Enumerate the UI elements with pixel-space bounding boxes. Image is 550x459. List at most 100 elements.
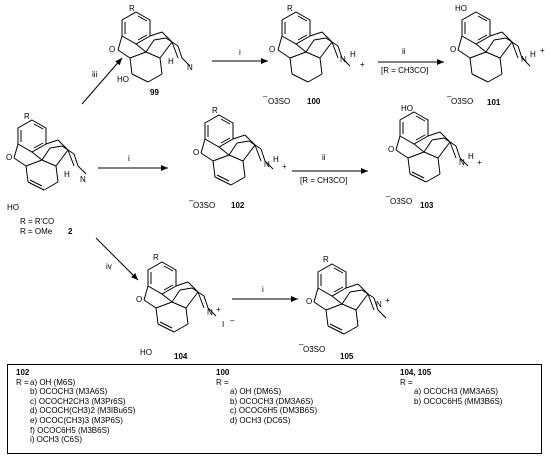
acyl-condition-mid: [R = CH3CO] [300, 176, 348, 185]
legend-item: d) OCH3 (DC6S) [230, 415, 291, 425]
hydroxyl-label: HO [117, 75, 129, 84]
iodide-minus: – [230, 316, 235, 325]
compound-label-102: 102 [231, 201, 245, 210]
structure-100 [277, 11, 351, 83]
start-r-ome: R = OMe [20, 227, 53, 236]
r-label: R [287, 4, 293, 13]
r-label: R [24, 112, 30, 121]
legend-item: a) OCOCH3 (MM3A6S) [414, 387, 499, 397]
legend-col-100: 100 R = a) OH (DM6S)b) OCOCH3 (DM3A6S)c)… [216, 368, 317, 426]
iodide-label: I [222, 320, 225, 329]
oxygen-label: O [6, 153, 13, 162]
nitrogen-label: N [187, 63, 193, 72]
legend-item: e) OCOC(CH3)3 (M3P6S) [30, 415, 123, 425]
legend-item: a) OH (DM6S) [230, 387, 282, 397]
structure-103 [395, 111, 469, 183]
legend-col-102: 102 R = a) OH (M6S)b) OCOCH3 (M3A6S)c) O… [16, 368, 135, 445]
hydrogen-label: H [64, 170, 70, 179]
hydroxyl-label: HO [401, 104, 413, 113]
compound-label-100: 100 [307, 97, 321, 106]
compound-label-103: 103 [420, 201, 434, 210]
sulfate-minus: – [299, 340, 304, 349]
start-r-acyl: R = R'CO [20, 217, 55, 226]
legend-item: b) OCOCH3 (M3A6S) [30, 387, 108, 397]
r-label: R [323, 255, 329, 264]
oxygen-label: O [450, 45, 457, 54]
reagent-ii-top: ii [402, 47, 406, 56]
reagent-iii: iii [92, 70, 98, 79]
nitrogen-label: N [264, 160, 270, 169]
legend-items: a) OH (DM6S)b) OCOCH3 (DM3A6S)c) OCOC6H5… [216, 387, 317, 425]
legend-item: f) OCOC6H5 (M3B6S) [30, 425, 110, 435]
hydroxyl-label: HO [455, 4, 467, 13]
sulfate-label: O3SO [451, 97, 474, 106]
sulfate-label: O3SO [390, 197, 413, 206]
reagent-iv: iv [106, 262, 112, 271]
hydrogen-label: H [468, 152, 474, 161]
legend-title: 100 [216, 368, 230, 377]
oxygen-label: O [109, 45, 116, 54]
arrow-iii [81, 57, 123, 105]
compound-label-105: 105 [340, 352, 354, 361]
nitrogen-label: N [207, 308, 213, 317]
reagent-i-bottom: i [262, 285, 264, 294]
plus-charge: + [216, 305, 221, 314]
arrow-iv [95, 237, 139, 281]
oxygen-label: O [136, 295, 143, 304]
sulfate-minus: – [189, 196, 194, 205]
structure-104 [143, 261, 217, 333]
r-label: R [129, 4, 135, 13]
reagent-i-top: i [239, 48, 241, 57]
legend-item: c) OCOC6H5 (DM3B6S) [230, 406, 318, 416]
substituent-legend: 102 R = a) OH (M6S)b) OCOCH3 (M3A6S)c) O… [7, 364, 542, 454]
hydroxyl-label: HO [140, 348, 152, 357]
nitrogen-label: N [340, 55, 346, 64]
plus-charge: + [282, 162, 287, 171]
legend-title: 102 [16, 368, 30, 377]
oxygen-label: O [193, 148, 200, 157]
legend-item: b) OCOCH3 (DM3A6S) [230, 396, 314, 406]
compound-label-2: 2 [68, 227, 73, 236]
reagent-i-mid: i [128, 154, 130, 163]
sulfate-minus: – [386, 192, 391, 201]
nitrogen-label: N [521, 55, 527, 64]
legend-items: a) OH (M6S)b) OCOCH3 (M3A6S)c) OCOCH2CH3… [16, 378, 135, 445]
nitrogen-label: N [459, 158, 465, 167]
hydrogen-label: H [530, 50, 536, 59]
structure-99 [117, 11, 191, 83]
legend-col-104-105: 104, 105 R = a) OCOCH3 (MM3A6S)b) OCOC6H… [400, 368, 502, 406]
plus-charge: + [540, 46, 545, 55]
legend-r-label: R = [16, 377, 29, 387]
nitrogen-label: N [376, 300, 382, 309]
hydroxyl-label: HO [7, 203, 19, 212]
legend-item: c) OCOCH2CH3 (M3Pr6S) [30, 396, 126, 406]
r-label: R [212, 106, 218, 115]
hydrogen-label: H [168, 57, 174, 66]
legend-title: 104, 105 [400, 368, 432, 377]
sulfate-minus: – [263, 92, 268, 101]
legend-r-label: R = [400, 377, 413, 387]
compound-label-104: 104 [174, 352, 188, 361]
oxygen-label: O [269, 45, 276, 54]
legend-item: b) OCOC6H5 (MM3B6S) [414, 396, 503, 406]
hydrogen-label: H [350, 50, 356, 59]
legend-item: d) OCOCH(CH3)2 (M3IBu6S) [30, 406, 136, 416]
structure-102 [200, 114, 274, 186]
plus-charge: + [477, 158, 482, 167]
reagent-ii-mid: ii [322, 153, 326, 162]
plus-charge: + [360, 60, 365, 69]
sulfate-minus: – [447, 92, 452, 101]
legend-item: i) OCH3 (C6S) [30, 435, 83, 445]
compound-label-99: 99 [150, 88, 159, 97]
legend-r-label: R = [216, 377, 229, 387]
compound-label-101: 101 [487, 98, 501, 107]
acyl-condition-top: [R = CH3CO] [381, 66, 429, 75]
nitrogen-label: N [80, 175, 86, 184]
structure-101 [457, 11, 531, 83]
sulfate-label: O3SO [303, 345, 326, 354]
legend-item: a) OH (M6S) [30, 377, 76, 387]
sulfate-label: O3SO [268, 97, 291, 106]
oxygen-label: O [306, 297, 313, 306]
r-label: R [153, 253, 159, 262]
